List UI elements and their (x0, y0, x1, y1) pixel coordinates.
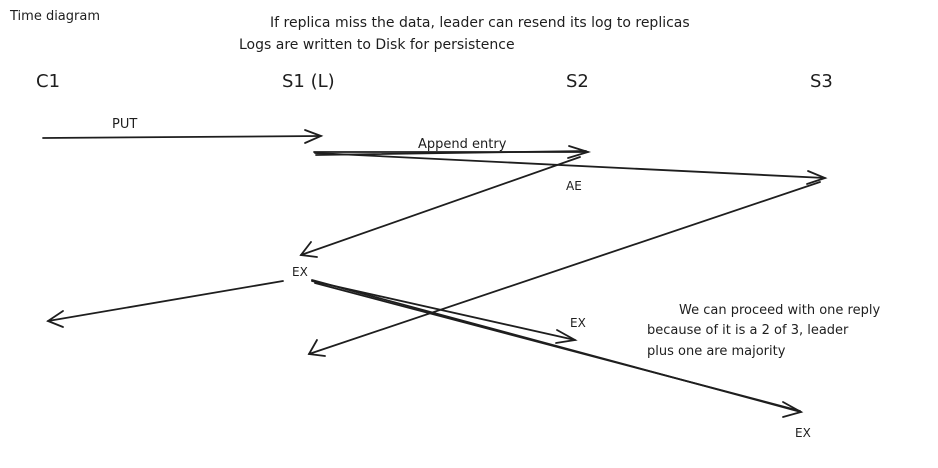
majority-note-line1: We can proceed with one reply (679, 303, 880, 318)
ae-reply-arrow (299, 156, 581, 258)
execute-arrow-s2 (311, 280, 578, 344)
ex-label-s3: EX (795, 426, 811, 440)
append-entry-arrow-s3 (314, 152, 828, 185)
append-entry-label: Append entry (418, 137, 507, 152)
majority-note-line2: because of it is a 2 of 3, leader (647, 323, 849, 338)
node-label-s2: S2 (566, 71, 589, 92)
node-label-s3: S3 (810, 71, 833, 92)
put-arrow (42, 129, 324, 144)
diagram-title: Time diagram (9, 9, 100, 24)
execute-arrow-s3 (311, 279, 804, 418)
put-label: PUT (112, 117, 137, 132)
response-to-client-arrow (46, 280, 284, 328)
majority-note-line3: plus one are majority (647, 344, 786, 359)
note-resend-log: If replica miss the data, leader can res… (270, 15, 690, 31)
ex-label-s1: EX (292, 265, 308, 279)
ex-label-s2: EX (570, 316, 586, 330)
node-label-c1: C1 (36, 71, 60, 92)
ae-label: AE (566, 179, 582, 193)
s3-reply-arrow (307, 181, 821, 357)
append-entry-arrow-s2 (313, 145, 592, 159)
node-label-s1: S1 (L) (282, 71, 335, 92)
note-disk-persistence: Logs are written to Disk for persistence (239, 37, 515, 53)
